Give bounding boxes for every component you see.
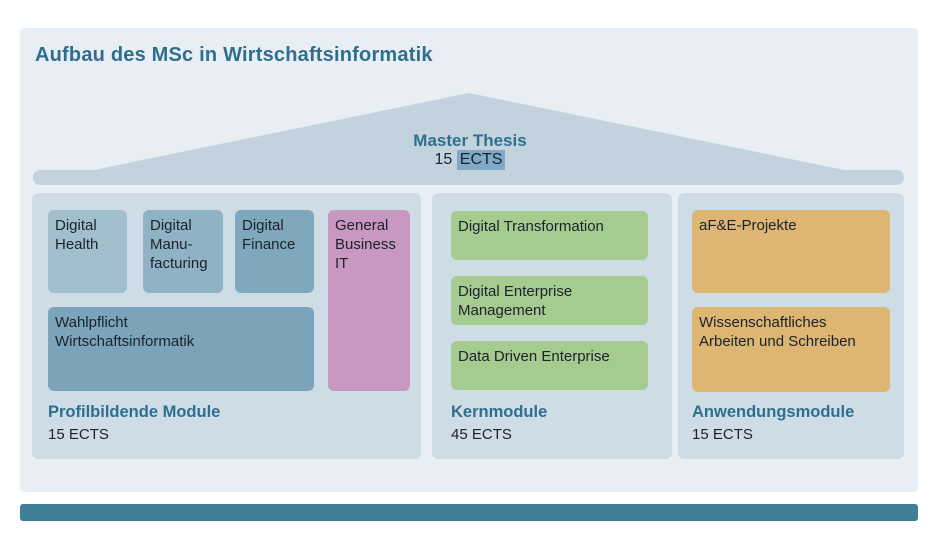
- ects-highlighted-text: ECTS: [456, 150, 506, 170]
- module-box-data-driven-enterprise: Data Driven Enterprise: [451, 341, 648, 390]
- module-box-afe-projekte: aF&E-Projekte: [692, 210, 890, 293]
- roof-base-bar: [33, 170, 904, 185]
- module-box-general-business-it: General Business IT: [328, 210, 410, 391]
- module-box-wahlpflicht-wirtschaftsinformatik: Wahlpflicht Wirtschaftsinformatik: [48, 307, 314, 391]
- page-title: Aufbau des MSc in Wirtschaftsinformatik: [35, 44, 433, 66]
- master-thesis-label: Master Thesis: [413, 131, 527, 150]
- module-box-digital-health: Digital Health: [48, 210, 127, 293]
- column-title-anwendungsmodule: Anwendungsmodule: [692, 403, 855, 421]
- module-box-digital-transformation: Digital Transformation: [451, 211, 648, 260]
- column-ects-profilbildende-module: 15 ECTS: [48, 426, 109, 443]
- column-panel-profilbildende-module: Digital Health Digital Manu- facturing D…: [32, 193, 421, 459]
- column-title-kernmodule: Kernmodule: [451, 403, 548, 421]
- master-thesis-ects: 15 ECTS: [335, 150, 605, 170]
- module-box-digital-finance: Digital Finance: [235, 210, 314, 293]
- column-panel-anwendungsmodule: aF&E-Projekte Wissenschaftliches Arbeite…: [678, 193, 904, 459]
- column-ects-kernmodule: 45 ECTS: [451, 426, 512, 443]
- column-ects-anwendungsmodule: 15 ECTS: [692, 426, 753, 443]
- column-title-profilbildende-module: Profilbildende Module: [48, 403, 221, 421]
- column-panel-kernmodule: Digital Transformation Digital Enterpris…: [432, 193, 672, 459]
- module-box-digital-enterprise-management: Digital Enterprise Management: [451, 276, 648, 325]
- module-box-digital-manufacturing: Digital Manu- facturing: [143, 210, 223, 293]
- master-thesis-ects-value: 15: [434, 151, 453, 168]
- module-box-wissenschaftliches-arbeiten: Wissenschaftliches Arbeiten und Schreibe…: [692, 307, 890, 392]
- bottom-accent-bar: [20, 504, 918, 521]
